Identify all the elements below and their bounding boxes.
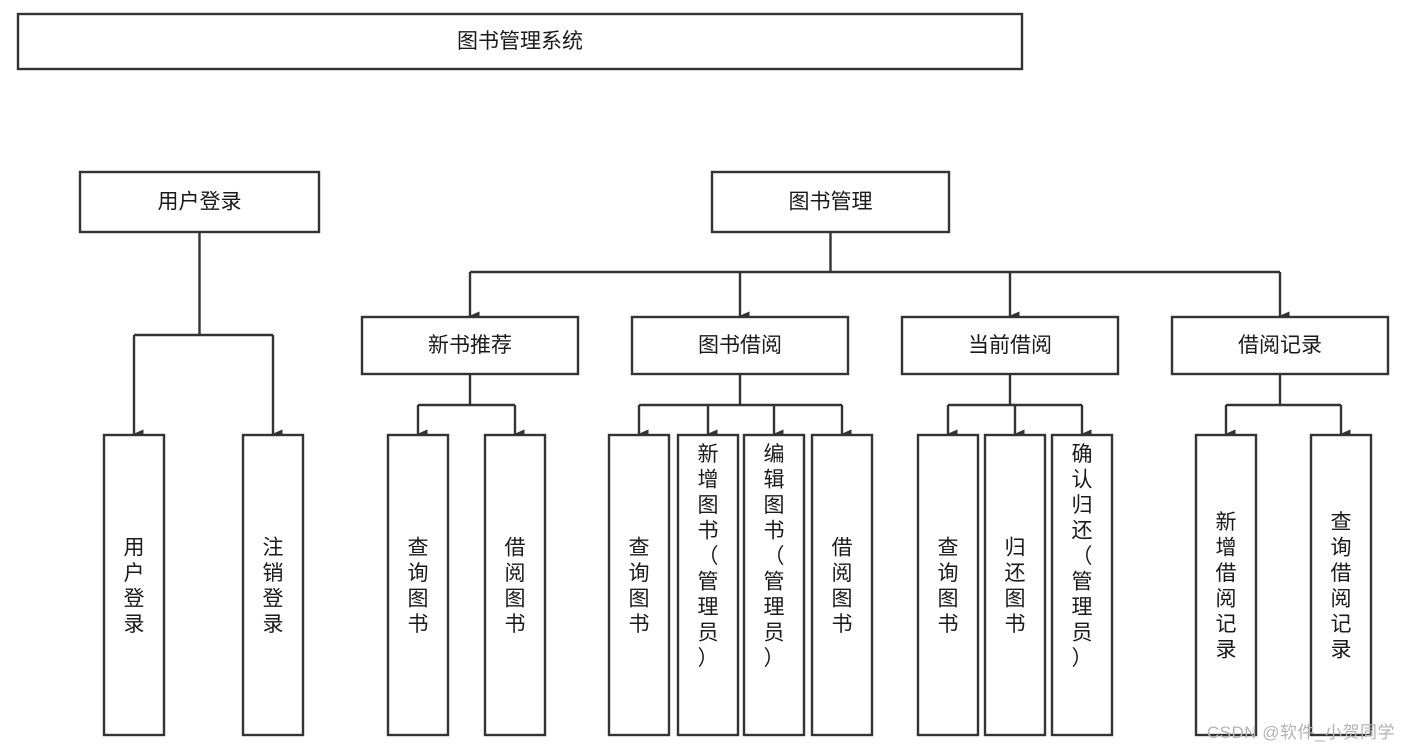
node-leaf-borrow-book-rec[interactable]: 借阅图书 xyxy=(483,433,547,737)
node-leaf-edit-book[interactable]: 编辑图书（管理员） xyxy=(742,433,806,737)
node-label-leaf-return-book: 归还图书 xyxy=(1005,536,1026,636)
node-box-current-borrow[interactable] xyxy=(900,315,1120,376)
node-label-leaf-query-book-rec: 查询图书 xyxy=(408,536,429,636)
edges-layer xyxy=(132,232,1351,439)
node-box-leaf-user-login[interactable] xyxy=(102,433,166,737)
node-box-leaf-user-logout[interactable] xyxy=(241,433,305,737)
node-current-borrow[interactable]: 当前借阅 xyxy=(900,315,1120,376)
connector-new-book-rec xyxy=(416,374,525,439)
node-label-current-borrow: 当前借阅 xyxy=(968,334,1052,357)
connector-user-login xyxy=(132,232,283,439)
node-label-leaf-confirm-return: 确认归还（管理员） xyxy=(1072,443,1093,670)
node-box-leaf-return-book[interactable] xyxy=(983,433,1047,737)
node-box-leaf-query-book-cur[interactable] xyxy=(916,433,980,737)
node-label-leaf-borrow-book-rec: 借阅图书 xyxy=(505,536,526,636)
node-leaf-query-record[interactable]: 查询借阅记录 xyxy=(1309,433,1373,737)
node-leaf-confirm-return[interactable]: 确认归还（管理员） xyxy=(1050,433,1114,737)
node-label-leaf-edit-book: 编辑图书（管理员） xyxy=(764,443,785,670)
node-book-borrow[interactable]: 图书借阅 xyxy=(630,315,850,376)
node-label-book-borrow: 图书借阅 xyxy=(698,334,782,357)
node-box-book-manage[interactable] xyxy=(710,170,951,234)
node-label-leaf-add-book: 新增图书（管理员） xyxy=(698,443,719,670)
node-box-leaf-add-record[interactable] xyxy=(1194,433,1258,737)
node-box-leaf-query-book-borrow[interactable] xyxy=(607,433,671,737)
node-box-borrow-record[interactable] xyxy=(1170,315,1390,376)
node-box-new-book-rec[interactable] xyxy=(360,315,580,376)
node-box-leaf-borrow-book[interactable] xyxy=(810,433,874,737)
node-leaf-add-book[interactable]: 新增图书（管理员） xyxy=(676,433,740,737)
node-leaf-user-logout[interactable]: 注销登录 xyxy=(241,433,305,737)
node-box-leaf-edit-book[interactable] xyxy=(742,433,806,737)
node-label-leaf-query-record: 查询借阅记录 xyxy=(1331,511,1352,662)
node-label-leaf-add-record: 新增借阅记录 xyxy=(1216,511,1237,662)
node-label-leaf-user-logout: 注销登录 xyxy=(263,536,284,636)
node-label-leaf-borrow-book: 借阅图书 xyxy=(832,536,853,636)
connector-borrow-record xyxy=(1224,374,1351,439)
node-label-leaf-user-login: 用户登录 xyxy=(124,536,145,636)
node-book-manage[interactable]: 图书管理 xyxy=(710,170,951,234)
node-box-leaf-confirm-return[interactable] xyxy=(1050,433,1114,737)
nodes-layer: 图书管理系统用户登录图书管理新书推荐图书借阅当前借阅借阅记录用户登录注销登录查询… xyxy=(16,12,1390,737)
connector-book-manage xyxy=(468,232,1290,321)
node-label-borrow-record: 借阅记录 xyxy=(1238,334,1322,357)
node-label-leaf-query-book-borrow: 查询图书 xyxy=(629,536,650,636)
connector-current-borrow xyxy=(946,374,1092,439)
node-new-book-rec[interactable]: 新书推荐 xyxy=(360,315,580,376)
node-leaf-query-book-cur[interactable]: 查询图书 xyxy=(916,433,980,737)
node-box-user-login[interactable] xyxy=(78,170,321,234)
node-box-leaf-borrow-book-rec[interactable] xyxy=(483,433,547,737)
node-label-new-book-rec: 新书推荐 xyxy=(428,334,512,357)
node-box-root[interactable] xyxy=(16,12,1024,71)
node-label-root: 图书管理系统 xyxy=(457,30,583,53)
node-label-book-manage: 图书管理 xyxy=(789,191,873,214)
node-leaf-borrow-book[interactable]: 借阅图书 xyxy=(810,433,874,737)
node-leaf-return-book[interactable]: 归还图书 xyxy=(983,433,1047,737)
node-leaf-query-book-rec[interactable]: 查询图书 xyxy=(386,433,450,737)
node-box-leaf-query-record[interactable] xyxy=(1309,433,1373,737)
node-leaf-add-record[interactable]: 新增借阅记录 xyxy=(1194,433,1258,737)
node-root[interactable]: 图书管理系统 xyxy=(16,12,1024,71)
node-leaf-query-book-borrow[interactable]: 查询图书 xyxy=(607,433,671,737)
node-user-login[interactable]: 用户登录 xyxy=(78,170,321,234)
node-label-leaf-query-book-cur: 查询图书 xyxy=(938,536,959,636)
node-box-book-borrow[interactable] xyxy=(630,315,850,376)
node-borrow-record[interactable]: 借阅记录 xyxy=(1170,315,1390,376)
node-box-leaf-add-book[interactable] xyxy=(676,433,740,737)
node-box-leaf-query-book-rec[interactable] xyxy=(386,433,450,737)
connector-book-borrow xyxy=(637,374,852,439)
node-label-user-login: 用户登录 xyxy=(158,191,242,214)
node-leaf-user-login[interactable]: 用户登录 xyxy=(102,433,166,737)
